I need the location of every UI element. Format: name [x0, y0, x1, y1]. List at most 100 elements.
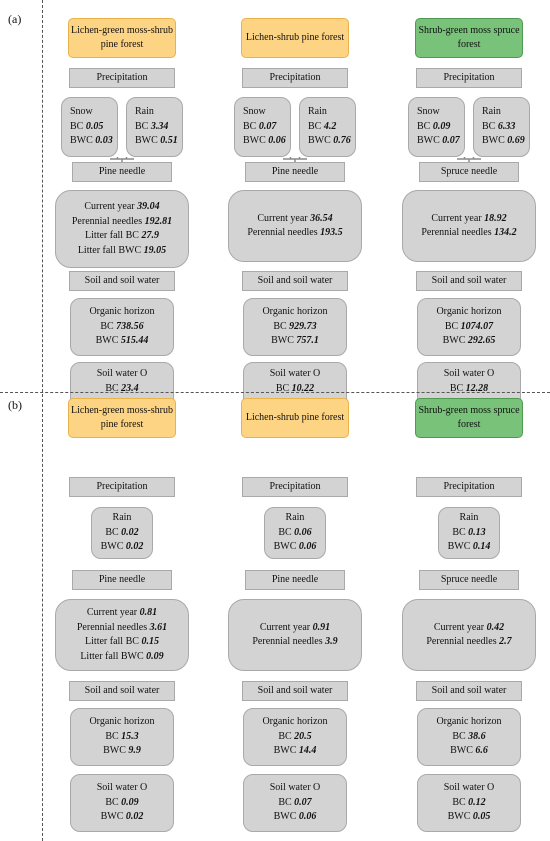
panel0-col1-needle-row-0-key: Current year — [257, 212, 311, 224]
panel0-col0-needle-text: Pine needle — [98, 165, 146, 177]
panel1-col0-organic-bc-key: BC — [105, 730, 122, 742]
panel0-col2-needle-row-1-key: Perennial needles — [421, 227, 495, 238]
panel1-col1-rain-bwc-key: BWC — [273, 541, 299, 553]
panel0-col0-needle-row-0-key: Current year — [84, 201, 138, 212]
panel1-col0-soil-water-bwc: BWC 0.02 — [101, 810, 144, 825]
panel0-col0-rain-bwc: BWC 0.51 — [135, 134, 178, 149]
panel1-col1-needle-row-0-value: 0.91 — [312, 621, 331, 633]
panel0-col2-snow-bc-value: 0.09 — [432, 120, 451, 132]
panel0-col0-snow-bc: BC 0.05 — [70, 120, 103, 135]
panel1-col0-needle-row-2-key: Litter fall BC — [85, 636, 142, 647]
panel1-col2-rain-title: Rain — [459, 512, 479, 524]
panel0-col1-organic-bwc: BWC 757.1 — [271, 334, 319, 349]
panel0-col1-needle-row-1: Perennial needles 193.5 — [247, 226, 342, 241]
panel1-col1-soil-water-bwc-value: 0.06 — [298, 811, 317, 823]
panel1-col2-rain-bwc-key: BWC — [447, 541, 473, 553]
panel1-col0-soil-label: Soil and soil water — [69, 681, 175, 701]
panel0-col0-organic-bc-key: BC — [100, 320, 117, 332]
panel0-col0-snow-bc-value: 0.05 — [85, 120, 104, 132]
panel0-col1-soil-label: Soil and soil water — [242, 271, 348, 291]
panel0-col2-organic-bc-value: 1074.07 — [460, 320, 494, 332]
panel0-col0-snow-bwc-key: BWC — [70, 135, 96, 147]
panel0-col0-needle-row-2-value: 27.9 — [141, 230, 159, 241]
panel1-col0-rain-bwc-value: 0.02 — [125, 541, 144, 553]
dashed-vertical-divider — [42, 0, 43, 841]
panel1-col0-needle-row-1-key: Perennial needles — [76, 621, 150, 633]
panel0-col2-rain-bc-key: BC — [482, 120, 498, 132]
panel1-col0-needle-text: Pine needle — [98, 573, 146, 585]
panel1-col0-needle-row-2-value: 0.15 — [141, 636, 159, 647]
panel0-col1-soil-water-bc-key: BC — [275, 382, 292, 394]
panel1-col0-needle-row-0-value: 0.81 — [139, 607, 158, 618]
panel0-col2-needle-text: Spruce needle — [440, 165, 498, 177]
panel0-col1-rain-title: Rain — [308, 106, 327, 118]
panel1-col2-soil-water-bwc-key: BWC — [447, 811, 473, 823]
dashed-panel-divider — [0, 392, 550, 393]
panel0-col0-rain-bc-key: BC — [135, 120, 151, 132]
panel1-col2-rain-bc-value: 0.13 — [468, 526, 486, 538]
panel1-col2-precipitation-text: Precipitation — [443, 480, 495, 492]
panel0-col1-organic-bc-value: 929.73 — [289, 320, 317, 332]
panel1-col1-organic-bc-key: BC — [278, 730, 295, 742]
panel1-col0-organic-bwc-key: BWC — [103, 745, 129, 757]
panel0-col0-soil-water-bc-value: 23.4 — [121, 382, 139, 394]
panel0-col2-organic-bc-key: BC — [444, 320, 461, 332]
panel1-col2-organic-bc-value: 38.6 — [468, 730, 486, 742]
panel1-col0-soil-water-bwc-value: 0.02 — [125, 811, 144, 823]
panel1-col1-soil-water-bwc: BWC 0.06 — [274, 810, 317, 825]
panel1-col2-rain-bwc: BWC 0.14 — [448, 540, 491, 555]
panel0-col2-soil-water-title: Soil water O — [443, 368, 495, 380]
panel1-col0-soil-water-bwc-key: BWC — [100, 811, 126, 823]
panel0-col2-needle-row-0-value: 18.92 — [484, 212, 507, 224]
panel0-col0-needle-row-3: Litter fall BWC 19.05 — [78, 244, 166, 259]
panel0-col2-rain-bwc: BWC 0.69 — [482, 134, 525, 149]
panel1-col0-rain-bc-value: 0.02 — [121, 526, 139, 538]
panel0-col2-organic-bwc-value: 292.65 — [467, 335, 496, 347]
panel1-col1-organic-bwc-key: BWC — [273, 745, 299, 757]
panel0-col0-forest-label: Lichen-green moss-shrub pine forest — [71, 25, 173, 50]
panel0-col1-soil-water-title: Soil water O — [269, 368, 321, 380]
panel1-col0-organic-bc: BC 15.3 — [105, 730, 138, 745]
panel0-col1-snow-bwc-key: BWC — [243, 135, 269, 147]
panel0-col1-needle-row-0-value: 36.54 — [310, 212, 333, 224]
panel0-col1-rain-bc: BC 4.2 — [308, 120, 336, 135]
panel0-col1-organic-bwc-key: BWC — [271, 335, 297, 347]
panel0-col0-needle-row-0-value: 39.04 — [137, 201, 160, 212]
panel0-col2-needle-row-0-key: Current year — [431, 212, 485, 224]
panel1-col0-organic-bc-value: 15.3 — [121, 730, 139, 742]
panel0-col1-organic-bwc-value: 757.1 — [296, 335, 319, 347]
panel1-col2-rain-bc-key: BC — [452, 526, 469, 538]
panel0-col1-rain-bc-value: 4.2 — [323, 120, 337, 132]
panel1-col2-needle-label: Spruce needle — [419, 570, 519, 590]
panel1-col0-needle-row-1: Perennial needles 3.61 — [77, 621, 167, 636]
panel0-col1-snow-bc-value: 0.07 — [258, 120, 277, 132]
panel0-col0-snow-title: Snow — [70, 106, 93, 118]
panel0-col2-needle-label: Spruce needle — [419, 162, 519, 182]
panel0-col2-precipitation-label: Precipitation — [416, 68, 522, 88]
panel1-col0-needle-row-0-key: Current year — [86, 607, 140, 618]
panel1-col1-precipitation-label: Precipitation — [242, 477, 348, 497]
panel0-col2-soil-text: Soil and soil water — [431, 274, 507, 286]
panel1-col0-needle-label: Pine needle — [72, 570, 172, 590]
panel0-col1-forest-type: Lichen-shrub pine forest — [241, 18, 349, 58]
panel0-col2-soil-water-bc: BC 12.28 — [450, 382, 488, 397]
panel1-col1-needle-text: Pine needle — [271, 573, 319, 585]
panel0-col0-rain-title: Rain — [135, 106, 154, 118]
panel0-col0-snow-bc-key: BC — [70, 120, 86, 132]
panel1-col2-organic-title: Organic horizon — [436, 716, 502, 728]
panel1-col0-rain-title: Rain — [112, 512, 132, 524]
panel0-col1-rain-bwc: BWC 0.76 — [308, 134, 351, 149]
panel1-col2-soil-water-bwc: BWC 0.05 — [448, 810, 491, 825]
panel1-col2-needle-row-0-key: Current year — [433, 621, 487, 633]
